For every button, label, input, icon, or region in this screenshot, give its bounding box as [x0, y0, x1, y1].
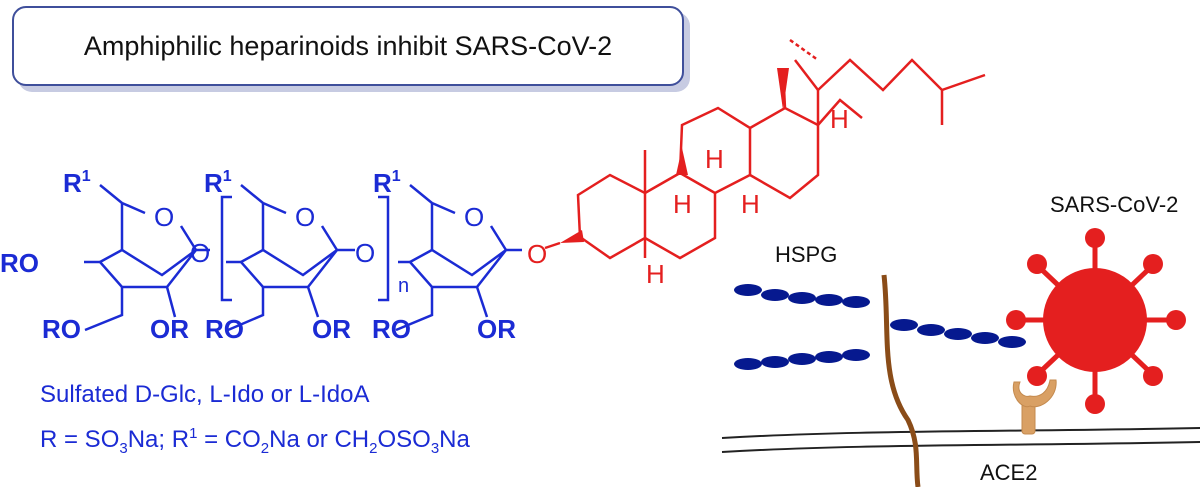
- h-label-17: H: [830, 104, 849, 134]
- sars-cov-2-virion: [1006, 228, 1186, 414]
- hs-disaccharide: [761, 289, 789, 301]
- hs-disaccharide: [761, 356, 789, 368]
- sterol-labels: O H H H H H: [527, 104, 849, 289]
- ring-oxygen-3: O: [464, 202, 484, 232]
- hs-disaccharide: [815, 351, 843, 363]
- hs-disaccharide: [842, 296, 870, 308]
- heparan-sulfate-chains: [734, 284, 1026, 370]
- hs-disaccharide: [971, 332, 999, 344]
- ro-label-2: RO: [205, 314, 244, 344]
- hspg-core-protein: [881, 274, 921, 487]
- heparinoid-chain: [84, 184, 522, 332]
- hs-disaccharide: [815, 294, 843, 306]
- cell-membrane: [721, 427, 1200, 453]
- ring-oxygen-2: O: [295, 202, 315, 232]
- hs-disaccharide: [734, 284, 762, 296]
- caption-line-1: Sulfated D-Glc, L-Ido or L-IdoA: [40, 381, 370, 408]
- ace2-label: ACE2: [980, 460, 1037, 485]
- ace2-receptor: [1012, 379, 1057, 435]
- ro-label-1: RO: [42, 314, 81, 344]
- or-label-2: OR: [312, 314, 351, 344]
- r1-label-2: R1: [204, 168, 232, 198]
- sterol-oxygen: O: [527, 239, 547, 269]
- title-text: Amphiphilic heparinoids inhibit SARS-CoV…: [83, 30, 613, 61]
- wedge-bond-18: [777, 68, 789, 110]
- wedge-bond: [560, 230, 584, 243]
- repeat-n-label: n: [398, 275, 409, 297]
- hspg-label: HSPG: [775, 242, 837, 267]
- h-label-9: H: [673, 189, 692, 219]
- ring-oxygen-1: O: [154, 202, 174, 232]
- hs-disaccharide: [842, 349, 870, 361]
- cell-labels: HSPG SARS-CoV-2 ACE2: [775, 192, 1178, 485]
- oxygen-labels: O O O O O n: [154, 202, 484, 297]
- h-label-5: H: [646, 259, 665, 289]
- ro-label-left: RO: [0, 248, 39, 278]
- wedge-bond-9: [676, 148, 688, 175]
- caption-line-2: R = SO3Na; R1 = CO2Na or CH2OSO3Na: [40, 425, 470, 457]
- ro-label-3: RO: [372, 314, 411, 344]
- or-label-1: OR: [150, 314, 189, 344]
- glycosidic-oxygen-1: O: [190, 238, 210, 268]
- title-box: Amphiphilic heparinoids inhibit SARS-CoV…: [12, 6, 684, 86]
- hs-disaccharide: [944, 328, 972, 340]
- r1-label-1: R1: [63, 168, 91, 198]
- chain-labels: R1 R1 R1 RO RO OR RO OR RO OR: [0, 168, 516, 344]
- hs-disaccharide: [890, 319, 918, 331]
- hs-disaccharide: [788, 292, 816, 304]
- glycosidic-oxygen-2: O: [355, 238, 375, 268]
- r1-label-3: R1: [373, 168, 401, 198]
- h-label-8: H: [705, 144, 724, 174]
- or-label-3: OR: [477, 314, 516, 344]
- h-label-14: H: [741, 189, 760, 219]
- hs-disaccharide: [917, 324, 945, 336]
- cholestanol-core: [544, 38, 986, 260]
- hs-disaccharide: [998, 336, 1026, 348]
- hs-disaccharide: [788, 353, 816, 365]
- hs-disaccharide: [734, 358, 762, 370]
- virus-label: SARS-CoV-2: [1050, 192, 1178, 217]
